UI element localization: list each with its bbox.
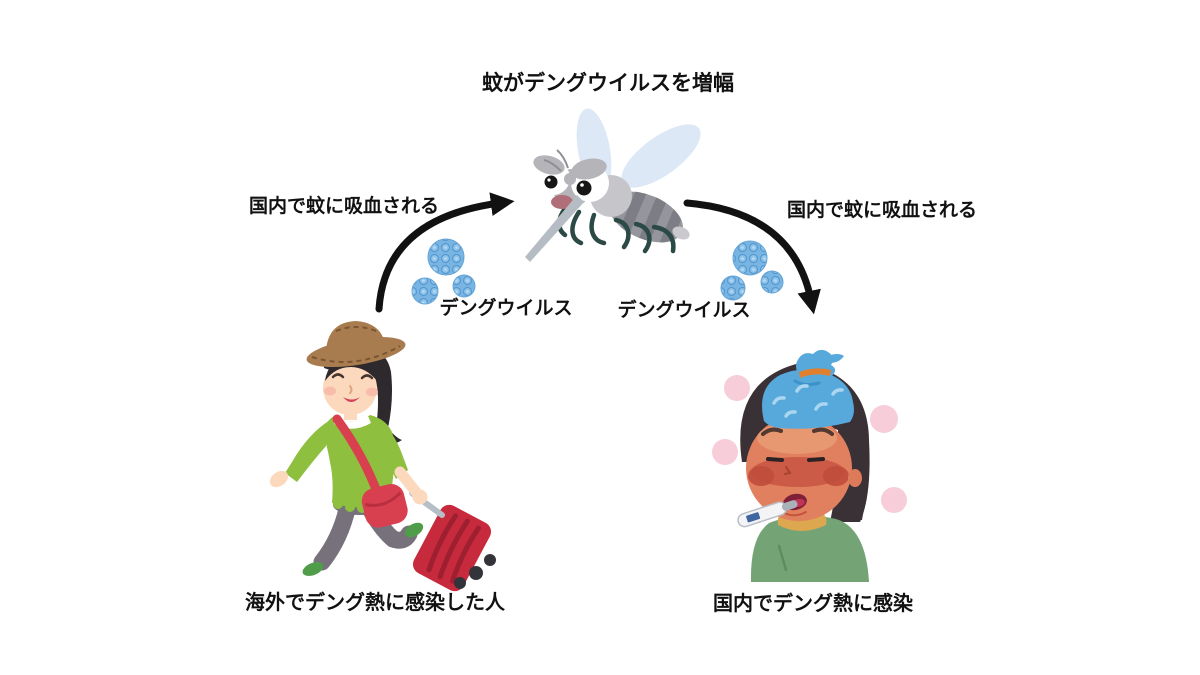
ice-pack: [762, 349, 854, 429]
dengue-virus-particles-left: [411, 238, 476, 305]
mosquito-proboscis: [525, 195, 584, 262]
traveler-illustration: [269, 321, 496, 592]
thermometer: [737, 500, 798, 528]
dengue-virus-particles-right: [720, 240, 784, 301]
right-arrow-label: 国内で蚊に吸血される: [786, 200, 978, 221]
mosquito-legs: [556, 204, 676, 254]
left-curved-arrow: [375, 192, 515, 313]
left-arrow-label: 国内で蚊に吸血される: [248, 196, 440, 217]
virus-label-right: デングウイルス: [617, 300, 751, 321]
mosquito-illustration: [525, 108, 701, 262]
caption-right-person: 国内でデング熱に感染: [713, 593, 913, 615]
diagram-title: 蚊がデングウイルスを増幅: [482, 72, 734, 95]
sick-person-illustration: [712, 349, 907, 582]
right-curved-arrow: [683, 199, 821, 315]
virus-label-left: デングウイルス: [439, 298, 573, 319]
fever-puffs: [712, 375, 907, 513]
shoulder-bag: [361, 484, 408, 528]
suitcase: [412, 504, 492, 592]
traveler-hat: [306, 321, 406, 368]
caption-left-person: 海外でデング熱に感染した人: [245, 592, 505, 614]
sick-person-shirt: [750, 515, 869, 582]
